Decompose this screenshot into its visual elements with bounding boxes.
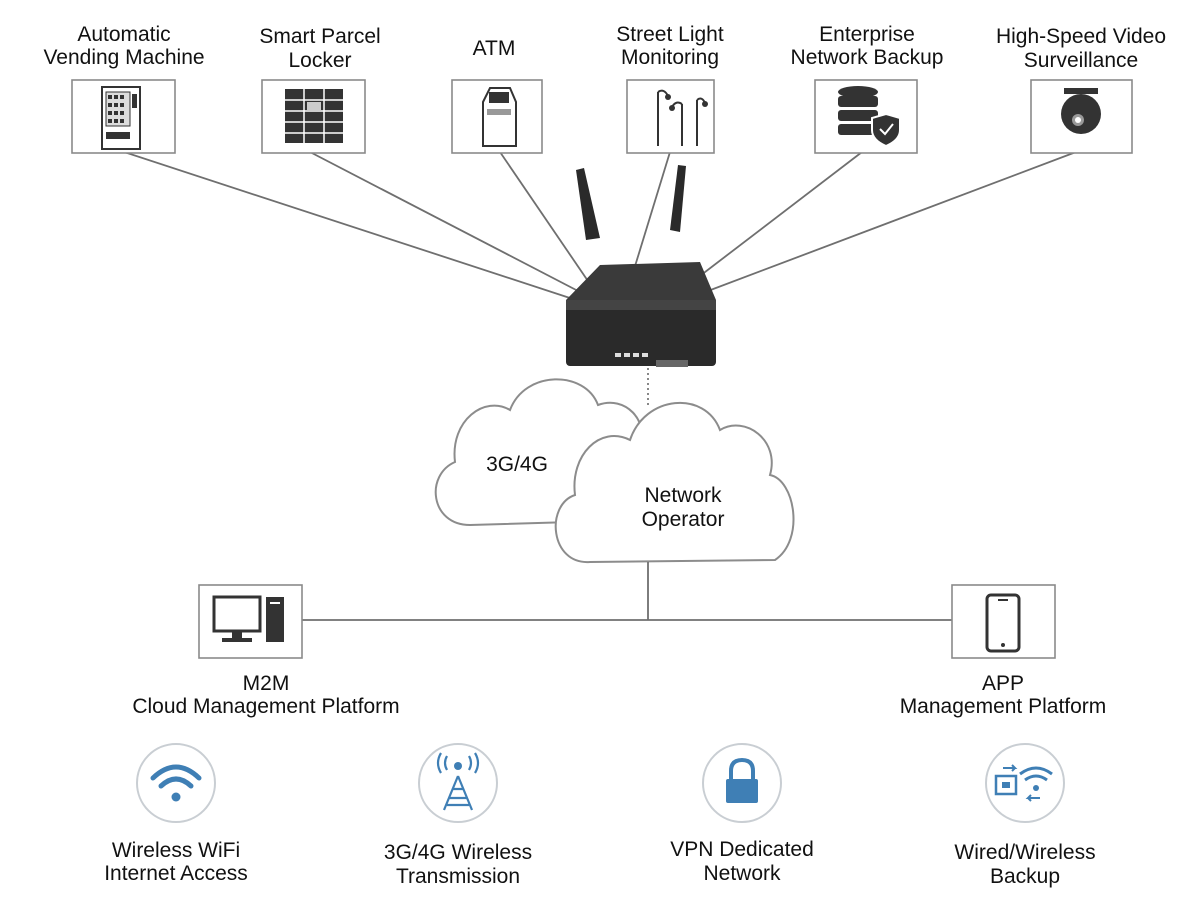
feature-backup-line2: Backup xyxy=(990,865,1060,888)
device-label-vending-1: Automatic xyxy=(77,23,170,46)
link-backup xyxy=(691,151,863,283)
antenna-tower-icon xyxy=(418,743,498,823)
wired-wireless-icon xyxy=(985,743,1065,823)
device-label-backup-2: Network Backup xyxy=(791,46,944,69)
platform-right-line2: Management Platform xyxy=(900,695,1107,718)
dome-camera-icon xyxy=(1030,79,1133,154)
link-streetlight xyxy=(631,151,671,277)
device-label-surveillance-1: High-Speed Video xyxy=(996,25,1166,48)
link-locker xyxy=(309,151,581,293)
platform-right-line1: APP xyxy=(982,672,1024,695)
device-label-vending-2: Vending Machine xyxy=(43,46,204,69)
computer-icon xyxy=(198,584,303,659)
device-label-locker-2: Locker xyxy=(288,49,351,72)
street-light-icon xyxy=(626,79,715,154)
wifi-icon xyxy=(136,743,216,823)
cloud-operator-label-1: Network xyxy=(644,484,722,507)
smartphone-icon xyxy=(951,584,1056,659)
device-label-surveillance-2: Surveillance xyxy=(1024,49,1138,72)
feature-transmission-line1: 3G/4G Wireless xyxy=(384,841,532,864)
feature-vpn-line2: Network xyxy=(703,862,781,885)
device-label-streetlight-2: Monitoring xyxy=(621,46,719,69)
cloud-network-operator xyxy=(554,401,795,564)
database-shield-icon xyxy=(814,79,918,154)
platform-links xyxy=(302,562,952,621)
feature-transmission-line2: Transmission xyxy=(396,865,520,888)
link-surveillance xyxy=(699,151,1077,295)
device-label-locker-1: Smart Parcel xyxy=(259,25,380,48)
feature-backup-line1: Wired/Wireless xyxy=(954,841,1095,864)
cloud-3g4g-label: 3G/4G xyxy=(486,453,548,476)
feature-wifi-line2: Internet Access xyxy=(104,862,248,885)
atm-icon xyxy=(451,79,543,154)
feature-vpn-line1: VPN Dedicated xyxy=(670,838,814,861)
link-atm xyxy=(499,151,591,285)
platform-left-line2: Cloud Management Platform xyxy=(132,695,399,718)
feature-wifi-line1: Wireless WiFi xyxy=(112,839,240,862)
device-links xyxy=(123,151,1077,301)
link-vending xyxy=(123,151,577,301)
device-label-atm: ATM xyxy=(473,37,516,60)
cloud-operator-label-2: Operator xyxy=(642,508,725,531)
vending-machine-icon xyxy=(71,79,176,154)
parcel-locker-icon xyxy=(261,79,366,154)
platform-left-line1: M2M xyxy=(243,672,290,695)
router-device xyxy=(566,165,716,367)
device-labels: Automatic Vending Machine Smart Parcel L… xyxy=(43,23,1166,72)
lock-icon xyxy=(702,743,782,823)
device-label-streetlight-1: Street Light xyxy=(616,23,724,46)
device-label-backup-1: Enterprise xyxy=(819,23,915,46)
